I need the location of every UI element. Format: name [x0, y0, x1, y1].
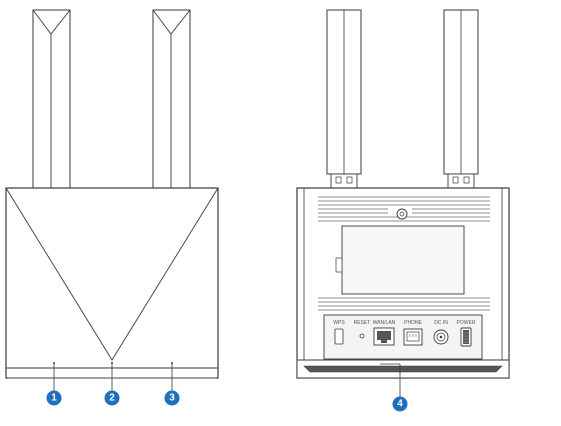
wps-button: [334, 328, 344, 345]
power-label: POWER: [457, 320, 476, 326]
front-body: [5, 187, 219, 379]
dcin-port: DC IN: [433, 320, 449, 345]
power-port: POWER: [457, 320, 476, 347]
callout-4: 4: [392, 396, 408, 412]
dcin-label: DC IN: [434, 320, 448, 326]
back-body: [296, 187, 510, 379]
screw-icon: [396, 208, 408, 220]
back-right-antenna: [443, 9, 479, 189]
callout-2-label: 2: [109, 393, 115, 404]
callout-2: 2: [104, 390, 120, 406]
front-view: 1 2 3: [5, 9, 219, 406]
reset-label: RESET: [354, 320, 371, 326]
led-indicator-3: [171, 362, 173, 364]
led-indicator-1: [53, 362, 55, 364]
callout-1: 1: [46, 390, 62, 406]
front-right-antenna: [152, 9, 191, 189]
callout-4-label: 4: [397, 399, 403, 410]
wps-port: WPS: [333, 320, 345, 345]
phone-label: PHONE: [404, 320, 422, 326]
back-view: WPS RESET WAN/LAN PHONE DC IN: [296, 9, 510, 412]
reset-pinhole: [359, 333, 365, 339]
back-left-antenna: [326, 9, 362, 189]
phone-port: PHONE: [403, 320, 423, 346]
callout-1-label: 1: [51, 393, 57, 404]
led-indicator-2: [111, 362, 113, 364]
reset-port: RESET: [354, 320, 371, 339]
wan-lan-label: WAN/LAN: [373, 320, 396, 326]
callout-3-label: 3: [169, 393, 175, 404]
wan-lan-port: WAN/LAN: [373, 320, 396, 346]
label-plate: [341, 225, 465, 295]
front-left-antenna: [32, 9, 71, 189]
bottom-bezel: [303, 365, 503, 373]
wps-label: WPS: [333, 320, 345, 326]
callout-3: 3: [164, 390, 180, 406]
port-panel: [323, 314, 483, 360]
